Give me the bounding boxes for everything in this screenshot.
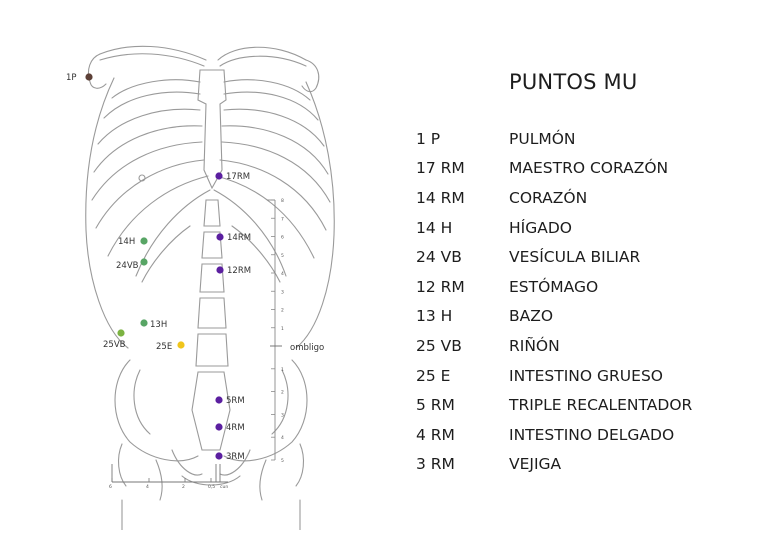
point-organ: CORAZÓN	[509, 189, 756, 207]
scale-tick-label: 4	[146, 484, 149, 490]
scale-tick-label: 1	[281, 367, 284, 373]
point-label: 14RM	[227, 233, 251, 243]
point-code: 17 RM	[416, 159, 509, 177]
point-label: 13H	[150, 320, 167, 330]
point-dot	[177, 341, 184, 348]
point-code: 14 RM	[416, 189, 509, 207]
point-organ: VESÍCULA BILIAR	[509, 248, 756, 266]
point-dot	[215, 452, 222, 459]
point-dot	[216, 233, 223, 240]
point-code: 24 VB	[416, 248, 509, 266]
point-dot	[140, 319, 147, 326]
point-organ: TRIPLE RECALENTADOR	[509, 396, 756, 414]
point-dot	[140, 258, 147, 265]
scale-tick-label: 5	[281, 458, 284, 464]
point-code: 25 VB	[416, 337, 509, 355]
legend-title: PUNTOS MU	[509, 70, 756, 94]
umbilicus-label: ombligo	[290, 343, 324, 353]
point-organ: HÍGADO	[509, 219, 756, 237]
point-dot	[117, 329, 124, 336]
point-label: 1P	[66, 73, 77, 83]
cun-scale: 8 7 6 5 4 3 2 1 1 2 3 4 5 ombligo	[267, 198, 324, 464]
scale-tick-label: 2	[281, 308, 284, 314]
point-code: 1 P	[416, 130, 509, 148]
point-organ: VEJIGA	[509, 455, 756, 473]
point-dot	[215, 396, 222, 403]
point-label: 25E	[156, 342, 172, 352]
scale-tick-label: 7	[281, 216, 284, 222]
scale-tick-label: 3	[281, 289, 284, 295]
point-organ: BAZO	[509, 307, 756, 325]
point-label: 14H	[118, 237, 135, 247]
point-organ: ESTÓMAGO	[509, 278, 756, 296]
scale-tick-label: cun	[220, 485, 228, 490]
scale-tick-label: 2	[281, 390, 284, 396]
point-code: 13 H	[416, 307, 509, 325]
point-dot	[216, 266, 223, 273]
point-label: 12RM	[227, 266, 251, 276]
point-label: 24VB	[116, 261, 139, 271]
point-label: 17RM	[226, 172, 250, 182]
point-code: 4 RM	[416, 426, 509, 444]
scale-tick-label: 3	[281, 412, 284, 418]
point-dot	[140, 237, 147, 244]
point-code: 5 RM	[416, 396, 509, 414]
scale-tick-label: 5	[281, 253, 284, 259]
point-code: 14 H	[416, 219, 509, 237]
scale-tick-label: 8	[281, 198, 284, 204]
point-organ: INTESTINO GRUESO	[509, 367, 756, 385]
scale-tick-label: 1	[281, 326, 284, 332]
point-label: 25VB	[103, 340, 126, 350]
point-label: 5RM	[226, 396, 245, 406]
point-label: 4RM	[226, 423, 245, 433]
point-dot	[215, 172, 222, 179]
point-organ: RIÑÓN	[509, 337, 756, 355]
skeleton-outline	[86, 46, 335, 530]
points-layer: 1P 17RM 14RM 14H 24VB 12RM 13H 25VB 25E 5RM 4RM 3RM	[66, 73, 251, 462]
point-code: 3 RM	[416, 455, 509, 473]
point-dot	[85, 73, 92, 80]
scale-tick-label: 4	[281, 271, 284, 277]
scale-tick-label: 4	[281, 435, 284, 441]
point-label: 3RM	[226, 452, 245, 462]
point-code: 12 RM	[416, 278, 509, 296]
point-organ: PULMÓN	[509, 130, 756, 148]
point-organ: INTESTINO DELGADO	[509, 426, 756, 444]
scale-tick-label: 0,5	[208, 484, 215, 490]
point-dot	[215, 423, 222, 430]
scale-tick-label: 2	[182, 484, 185, 490]
scale-tick-label: 6	[109, 484, 112, 490]
point-organ: MAESTRO CORAZÓN	[509, 159, 756, 177]
scale-tick-label: 6	[281, 235, 284, 241]
bottom-scale: 6 4 2 0,5 cun	[109, 464, 228, 490]
point-code: 25 E	[416, 367, 509, 385]
